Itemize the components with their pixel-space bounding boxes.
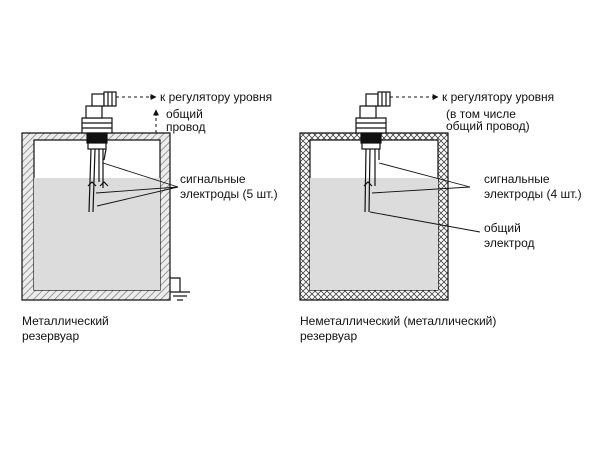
liquid-right: [310, 178, 438, 290]
common-wire-label-line1: общий: [166, 107, 203, 121]
sensor-head-left: [81, 91, 117, 150]
to-regulator-label-left: к регулятору уровня: [160, 90, 272, 104]
including-common-wire-line2: общий провод): [446, 119, 530, 133]
common-electrode-label-line1: общий: [484, 221, 521, 235]
including-common-wire-line1: (в том числе: [446, 107, 516, 121]
common-electrode-label-line2: электрод: [484, 236, 535, 250]
caption-right-line2: резервуар: [300, 329, 357, 343]
signal-electrodes-leaders-right: [371, 162, 471, 194]
signal-electrodes-label-left-line1: сигнальные: [180, 172, 246, 186]
signal-electrodes-leaders-left: [95, 162, 179, 207]
signal-electrodes-label-right-line2: электроды (4 шт.): [484, 187, 582, 201]
signal-electrodes-label-left-line2: электроды (5 шт.): [180, 187, 278, 201]
liquid-left: [34, 178, 160, 290]
caption-right-line1: Неметаллический (металлический): [300, 314, 496, 328]
sensor-head-right: [355, 91, 391, 150]
caption-left-line1: Металлический: [22, 314, 109, 328]
caption-left-line2: резервуар: [22, 329, 79, 343]
ground-icon: [170, 277, 190, 301]
signal-electrodes-label-right-line1: сигнальные: [484, 172, 550, 186]
electrodes-left: [87, 148, 109, 213]
metal-tank: [21, 132, 171, 301]
common-electrode-leader: [369, 211, 481, 233]
electrodes-right: [363, 148, 380, 213]
to-regulator-label-right: к регулятору уровня: [442, 90, 554, 104]
nonmetal-tank: [299, 132, 449, 301]
common-wire-label-line2: провод: [166, 120, 206, 134]
